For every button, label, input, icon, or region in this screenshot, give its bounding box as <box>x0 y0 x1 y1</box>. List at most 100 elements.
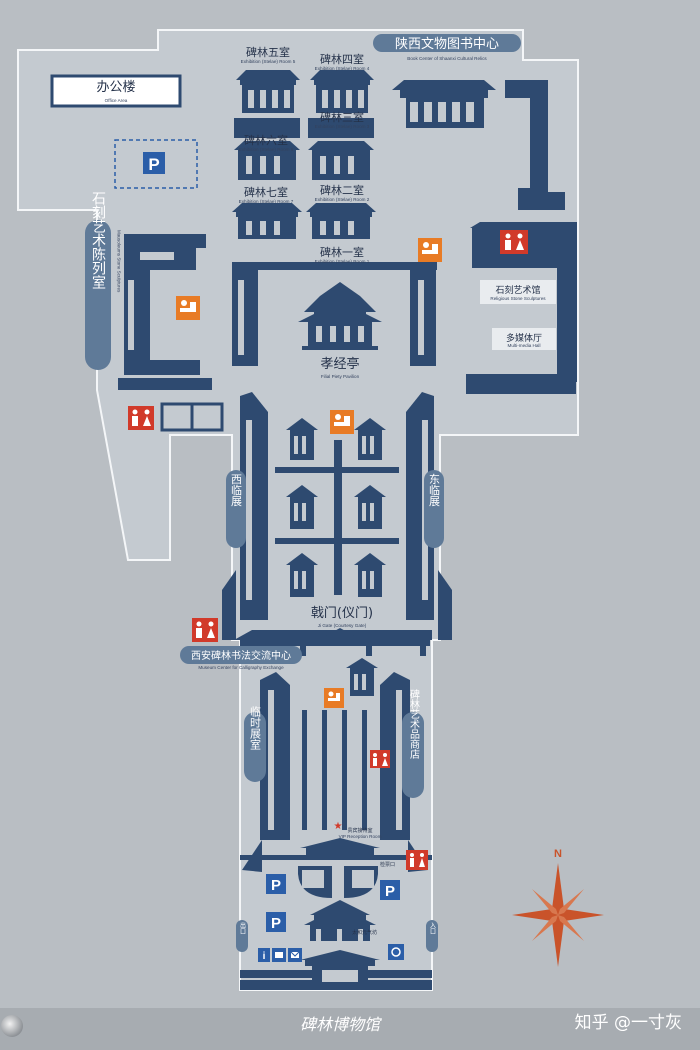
multimedia-plate <box>492 328 556 350</box>
vip-star-icon: ★ <box>334 821 343 832</box>
east-temp-label: 东临展 <box>428 473 441 507</box>
stone-hall-label-en: Religious Stone Sculptures <box>490 296 546 301</box>
room-7-label: 碑林七室 <box>244 185 288 199</box>
art-shop-pill <box>402 712 424 798</box>
svg-text:P: P <box>148 155 159 174</box>
svg-text:P: P <box>271 915 281 932</box>
exit-left-label: 出口 <box>239 921 246 935</box>
information-desk-icon <box>418 238 442 262</box>
parking-icon: P <box>266 874 286 894</box>
room-5-building <box>236 70 300 113</box>
vip-building <box>300 838 380 856</box>
book-center-building <box>392 80 496 128</box>
room-5-label-en: Exhibition (Stelae) Room 5 <box>241 59 296 64</box>
stele-pavilions <box>286 418 386 597</box>
exit-pill-left <box>236 920 248 952</box>
exit-right-label: 入口 <box>429 922 436 935</box>
information-desk-icon <box>324 688 344 708</box>
mail-icon <box>288 948 302 962</box>
room-2-label-en: Exhibition (Stelae) Room 2 <box>315 197 370 202</box>
room-2-label: 碑林二室 <box>320 183 364 197</box>
room-7-label-en: Exhibition (Stelae) Room 7 <box>239 199 294 204</box>
board-bottom <box>0 1008 700 1050</box>
calligraphy-label-en: Museum Center for Calligraphy Exchange <box>198 665 284 670</box>
room-2-building <box>306 203 376 239</box>
room-6-label: 碑林六室 <box>244 133 288 147</box>
information-desk-icon <box>330 410 354 434</box>
toilet-icon <box>370 750 390 768</box>
calligraphy-pill <box>180 646 302 664</box>
west-wall <box>118 378 212 390</box>
ji-gate-label: 戟门(仪门) <box>311 606 373 621</box>
room-3-label: 碑林三室 <box>320 110 364 124</box>
stone-exhibit-label: 石刻艺术陈列室 <box>90 191 106 289</box>
room-4-label-en: Exhibition (Stelae) Room 4 <box>315 66 370 71</box>
art-shop-label: 碑林艺术品商店 <box>408 688 420 760</box>
west-small-rooms <box>160 402 224 432</box>
multimedia-label: 多媒体厅 <box>506 332 542 344</box>
taihe-label: 太和元气坊 <box>352 929 377 936</box>
vip-label: 贵宾接待室 <box>347 827 372 834</box>
room-3-building <box>308 118 374 180</box>
parking-icon: P <box>380 880 400 900</box>
watermark: 知乎 @一寸灰 <box>575 1013 682 1033</box>
caption: 碑林博物馆 <box>300 1015 382 1034</box>
exit-pill-right <box>426 920 438 952</box>
svg-text:P: P <box>385 883 395 900</box>
taihe-arch <box>304 900 376 941</box>
east-temp-pill <box>424 470 444 548</box>
ji-gate-building <box>234 628 432 656</box>
central-paths <box>275 440 399 595</box>
multimedia-label-en: Multi-media Hall <box>508 343 541 348</box>
room-7-building <box>232 203 302 239</box>
svg-text:i: i <box>263 951 266 962</box>
information-desk-icon <box>176 296 200 320</box>
stone-exhibit-pill <box>85 220 111 370</box>
accessibility-icon <box>388 944 404 960</box>
ji-gate-label-en: Ji Gate (Courtesy Gate) <box>318 623 367 628</box>
south-pavilion <box>346 658 378 696</box>
toilet-icon <box>192 618 218 642</box>
room-6-building <box>234 118 300 180</box>
room-5-label: 碑林五室 <box>246 45 290 59</box>
room-3-label-en: Exhibition (Stelae) Room 3 <box>315 124 370 129</box>
parking-icon: P <box>143 152 165 174</box>
compass-north-label: N <box>554 848 562 860</box>
room-1-label-en: Exhibition (Stelae) Room 1 <box>315 259 370 264</box>
book-center-label: 陕西文物图书中心 <box>395 37 499 52</box>
compass-icon: N <box>512 848 604 967</box>
parking-icon: P <box>266 912 286 932</box>
book-center-pill <box>373 34 521 52</box>
toilet-icon <box>128 406 154 430</box>
parking-area <box>114 139 198 189</box>
toilet-icon <box>500 230 528 254</box>
room-4-building <box>310 70 374 113</box>
south-gate-building <box>240 950 432 990</box>
screw-icon <box>1 1015 23 1037</box>
temp-room-label: 临时展室 <box>249 705 262 750</box>
svg-text:P: P <box>271 877 281 894</box>
office-building <box>50 74 182 108</box>
office-label-en: Office Area <box>105 98 128 103</box>
stele-rooms <box>232 70 376 239</box>
pavilion-label-en: Filial Piety Pavilion <box>321 374 360 379</box>
ticket-icon <box>272 948 286 962</box>
stone-hall-label: 石刻艺术馆 <box>495 284 540 296</box>
stone-exhibit-label-en: Mausoleums Stone Sculptures <box>117 230 122 293</box>
stone-hall-plate <box>480 280 556 304</box>
room-1-label: 碑林一室 <box>320 245 364 259</box>
info-icon: i <box>258 948 270 962</box>
east-corridor-building <box>505 80 565 210</box>
book-center-label-en: Book Center of Shaanxi Cultural Relics <box>407 56 487 61</box>
entrance-plaza <box>298 866 378 898</box>
west-corridor <box>222 392 268 640</box>
toilet-icon <box>406 850 428 870</box>
office-label: 办公楼 <box>96 80 135 95</box>
room-6-label-en: Exhibition (Stelae) Room 6 <box>239 147 294 152</box>
room-4-label: 碑林四室 <box>320 52 364 66</box>
calligraphy-label: 西安碑林书法交流中心 <box>191 649 291 662</box>
pavilion-building <box>298 282 382 350</box>
pavilion-label: 孝经亭 <box>320 356 359 372</box>
